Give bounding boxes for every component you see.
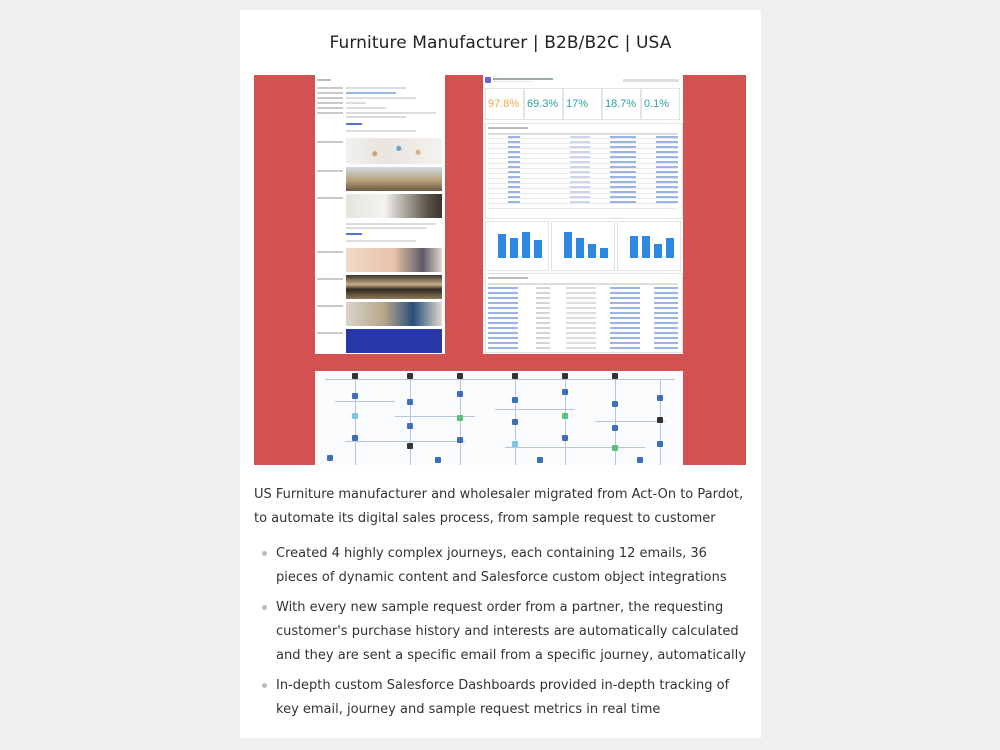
case-study-title: Furniture Manufacturer | B2B/B2C | USA: [329, 33, 672, 53]
highlight-item: With every new sample request order from…: [254, 596, 746, 668]
journey-table: [485, 273, 683, 353]
bullet-icon: [262, 551, 267, 556]
bullet-icon: [262, 683, 267, 688]
dashboard-screenshot: 97.8% 69.3% 17% 18.7% 0.1%: [483, 75, 683, 354]
bullet-icon: [262, 605, 267, 610]
sample-table: [485, 123, 683, 219]
email-template-screenshot: [315, 75, 445, 354]
highlight-item: Created 4 highly complex journeys, each …: [254, 542, 746, 590]
journey-flow-screenshot: [315, 371, 683, 465]
case-study-card: Furniture Manufacturer | B2B/B2C | USA: [240, 10, 761, 738]
case-study-description: US Furniture manufacturer and wholesaler…: [254, 487, 744, 526]
highlight-item: In-depth custom Salesforce Dashboards pr…: [254, 674, 746, 722]
case-study-image: 97.8% 69.3% 17% 18.7% 0.1%: [254, 75, 746, 465]
highlights-list: Created 4 highly complex journeys, each …: [254, 542, 746, 728]
